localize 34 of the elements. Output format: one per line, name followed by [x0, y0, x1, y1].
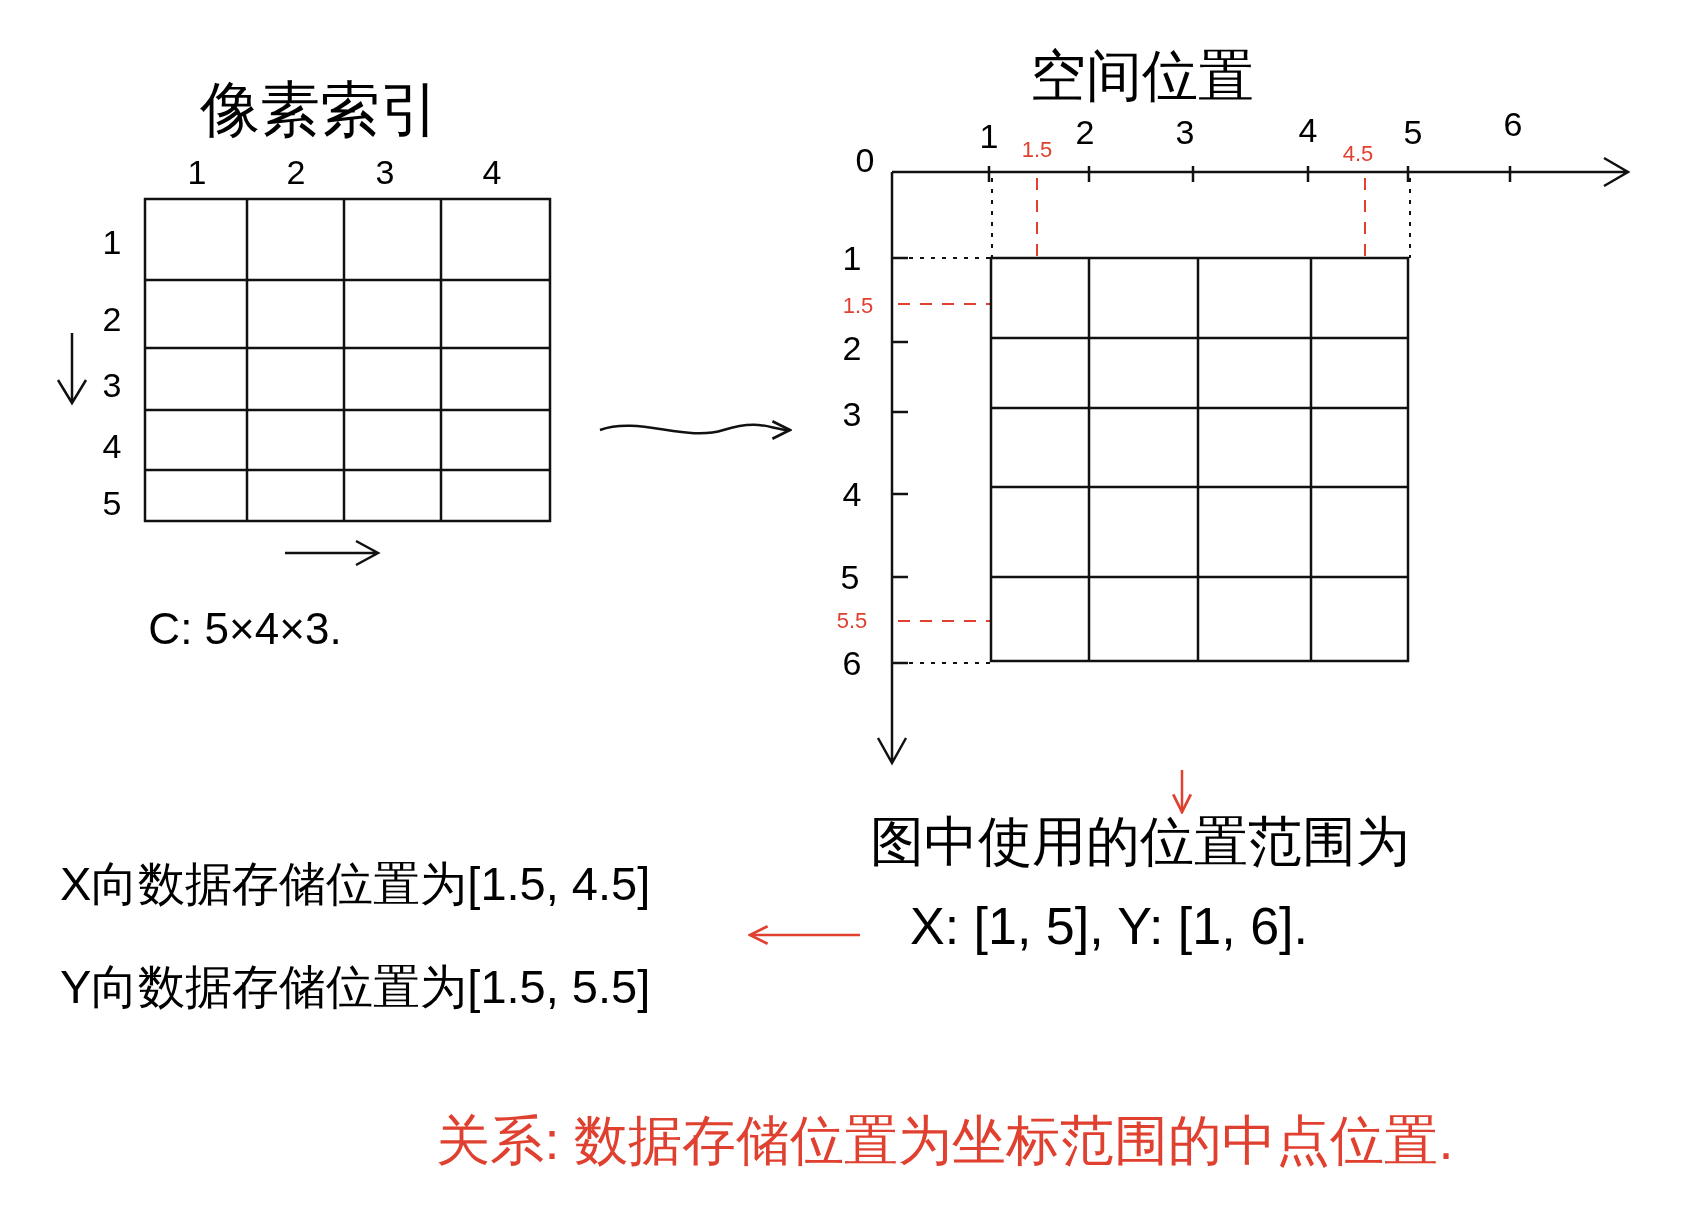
- tick-label: 4: [1298, 113, 1318, 147]
- tick-label: 1: [102, 225, 122, 259]
- tick-label: 2: [842, 331, 862, 365]
- tick-label: 1: [187, 155, 207, 189]
- tick-label: 6: [1503, 107, 1523, 141]
- tick-label: 3: [842, 397, 862, 431]
- tick-label: 0: [855, 143, 875, 177]
- grid-title: 像素索引: [200, 80, 440, 140]
- arrow: [599, 419, 792, 440]
- tick-label: 5: [1403, 115, 1423, 149]
- tick-label: 3: [102, 368, 122, 402]
- tick-label: 1.5: [842, 295, 874, 317]
- tick-label: 3: [1175, 115, 1195, 149]
- tick-label: 1.5: [1021, 139, 1053, 161]
- tick-label: 2: [102, 302, 122, 336]
- tick-label: 1: [979, 119, 999, 153]
- tick-label: 4.5: [1342, 143, 1374, 165]
- shape-note: C: 5×4×3.: [148, 607, 342, 651]
- tick-label: 5: [840, 560, 860, 594]
- axes-title: 空间位置: [1030, 48, 1254, 104]
- range-text: 图中使用的位置范围为: [870, 814, 1410, 868]
- tick-label: 3: [375, 155, 395, 189]
- arrow: [1171, 770, 1193, 814]
- tick-label: 5.5: [836, 610, 868, 632]
- tick-label: 1: [842, 241, 862, 275]
- tick-label: 4: [482, 155, 502, 189]
- tick-label: 2: [286, 155, 306, 189]
- tick-label: 4: [842, 477, 862, 511]
- tick-label: 4: [102, 429, 122, 463]
- tick-label: 6: [842, 646, 862, 680]
- relation-note: 关系: 数据存储位置为坐标范围的中点位置.: [436, 1113, 1454, 1167]
- tick-label: 5: [102, 486, 122, 520]
- tick-label: 2: [1075, 115, 1095, 149]
- arrow: [748, 924, 860, 946]
